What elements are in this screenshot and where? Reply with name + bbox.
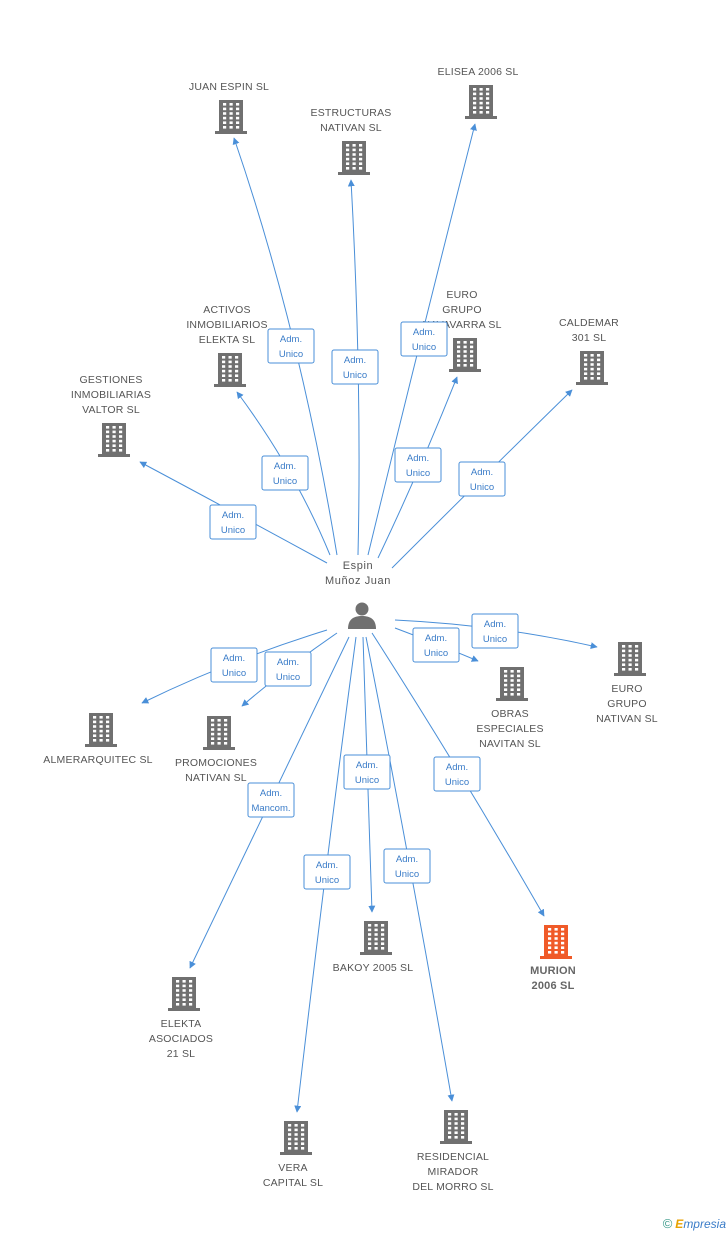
building-icon-estructuras-nativan[interactable] <box>338 141 370 175</box>
brand-name: mpresia <box>683 1217 726 1231</box>
edge-labels-layer: Adm.UnicoAdm.UnicoAdm.UnicoAdm.UnicoAdm.… <box>209 321 519 890</box>
edge-role-text: Adm.Mancom. <box>251 788 290 814</box>
edge-role-text: Adm.Unico <box>412 327 436 353</box>
company-label-almerarquitec: ALMERARQUITEC SL <box>43 754 152 766</box>
edge-label-euro-grupo-nativan[interactable]: Adm.Unico <box>471 613 519 649</box>
edge-role-text: Adm.Unico <box>276 657 300 683</box>
building-icon-bakoy-2005[interactable] <box>360 921 392 955</box>
building-icon-murion-2006[interactable] <box>540 925 572 959</box>
edge-label-vera-capital[interactable]: Adm.Unico <box>303 854 351 890</box>
edge-role-text: Adm.Unico <box>222 653 246 679</box>
edge-label-caldemar-301[interactable]: Adm.Unico <box>458 461 506 497</box>
edge-label-bakoy-2005[interactable]: Adm.Unico <box>343 754 391 790</box>
company-label-elisea-2006: ELISEA 2006 SL <box>437 66 518 78</box>
edge-role-text: Adm.Unico <box>406 453 430 479</box>
building-icon-caldemar-301[interactable] <box>576 351 608 385</box>
copyright-symbol: © <box>662 1216 673 1231</box>
building-icon-elekta-asociados-21[interactable] <box>168 977 200 1011</box>
building-icon-obras-especiales-navitan[interactable] <box>496 667 528 701</box>
edge-role-text: Adm.Unico <box>355 760 379 786</box>
edge-role-text: Adm.Unico <box>470 467 494 493</box>
building-icon-promociones-nativan[interactable] <box>203 716 235 750</box>
building-icon-residencial-mirador-del-morro[interactable] <box>440 1110 472 1144</box>
building-icon-elisea-2006[interactable] <box>465 85 497 119</box>
building-icon-vera-capital[interactable] <box>280 1121 312 1155</box>
building-icon-euro-grupo-navavarra[interactable] <box>449 338 481 372</box>
building-icon-euro-grupo-nativan[interactable] <box>614 642 646 676</box>
edge-label-elekta-asociados-21[interactable]: Adm.Mancom. <box>247 782 295 818</box>
edge-role-text: Adm.Unico <box>315 860 339 886</box>
edge-role-text: Adm.Unico <box>221 510 245 536</box>
building-icon-juan-espin[interactable] <box>215 100 247 134</box>
edge-role-text: Adm.Unico <box>395 854 419 880</box>
edge-role-text: Adm.Unico <box>445 762 469 788</box>
edge-label-estructuras-nativan[interactable]: Adm.Unico <box>331 349 379 385</box>
edge-label-obras-especiales-navitan[interactable]: Adm.Unico <box>412 627 460 663</box>
edge-label-gestiones-inmobiliarias-valtor[interactable]: Adm.Unico <box>209 504 257 540</box>
company-label-bakoy-2005: BAKOY 2005 SL <box>333 962 414 974</box>
edge-label-euro-grupo-navavarra[interactable]: Adm.Unico <box>394 447 442 483</box>
person-icon[interactable] <box>348 602 376 630</box>
edge-role-text: Adm.Unico <box>279 334 303 360</box>
edge-label-almerarquitec[interactable]: Adm.Unico <box>210 647 258 683</box>
edge-role-text: Adm.Unico <box>273 461 297 487</box>
building-icon-activos-inmobiliarios-elekta[interactable] <box>214 353 246 387</box>
edge-label-activos-inmobiliarios-elekta[interactable]: Adm.Unico <box>261 455 309 491</box>
building-icon-almerarquitec[interactable] <box>85 713 117 747</box>
footer-brand[interactable]: ©Empresia <box>663 1216 726 1231</box>
edge-label-residencial-mirador-del-morro[interactable]: Adm.Unico <box>383 848 431 884</box>
edge-label-elisea-2006[interactable]: Adm.Unico <box>400 321 448 357</box>
edge-label-juan-espin[interactable]: Adm.Unico <box>267 328 315 364</box>
edge-role-text: Adm.Unico <box>483 619 507 645</box>
company-label-juan-espin: JUAN ESPIN SL <box>189 81 269 93</box>
brand-initial: E <box>675 1217 684 1231</box>
edge-role-text: Adm.Unico <box>343 355 367 381</box>
edge-role-text: Adm.Unico <box>424 633 448 659</box>
building-icon-gestiones-inmobiliarias-valtor[interactable] <box>98 423 130 457</box>
edge-label-promociones-nativan[interactable]: Adm.Unico <box>264 651 312 687</box>
edge-label-murion-2006[interactable]: Adm.Unico <box>433 756 481 792</box>
